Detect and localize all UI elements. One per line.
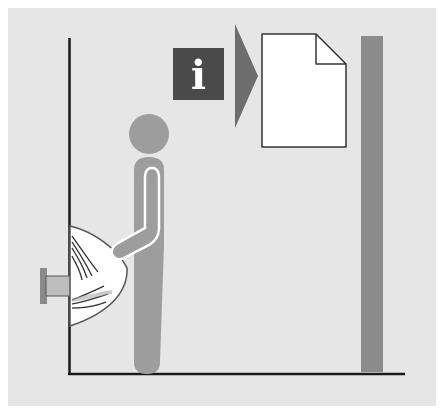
wall-column — [361, 36, 383, 372]
info-glyph: i — [191, 52, 206, 99]
document-icon — [262, 34, 346, 147]
info-badge: i — [173, 48, 224, 100]
